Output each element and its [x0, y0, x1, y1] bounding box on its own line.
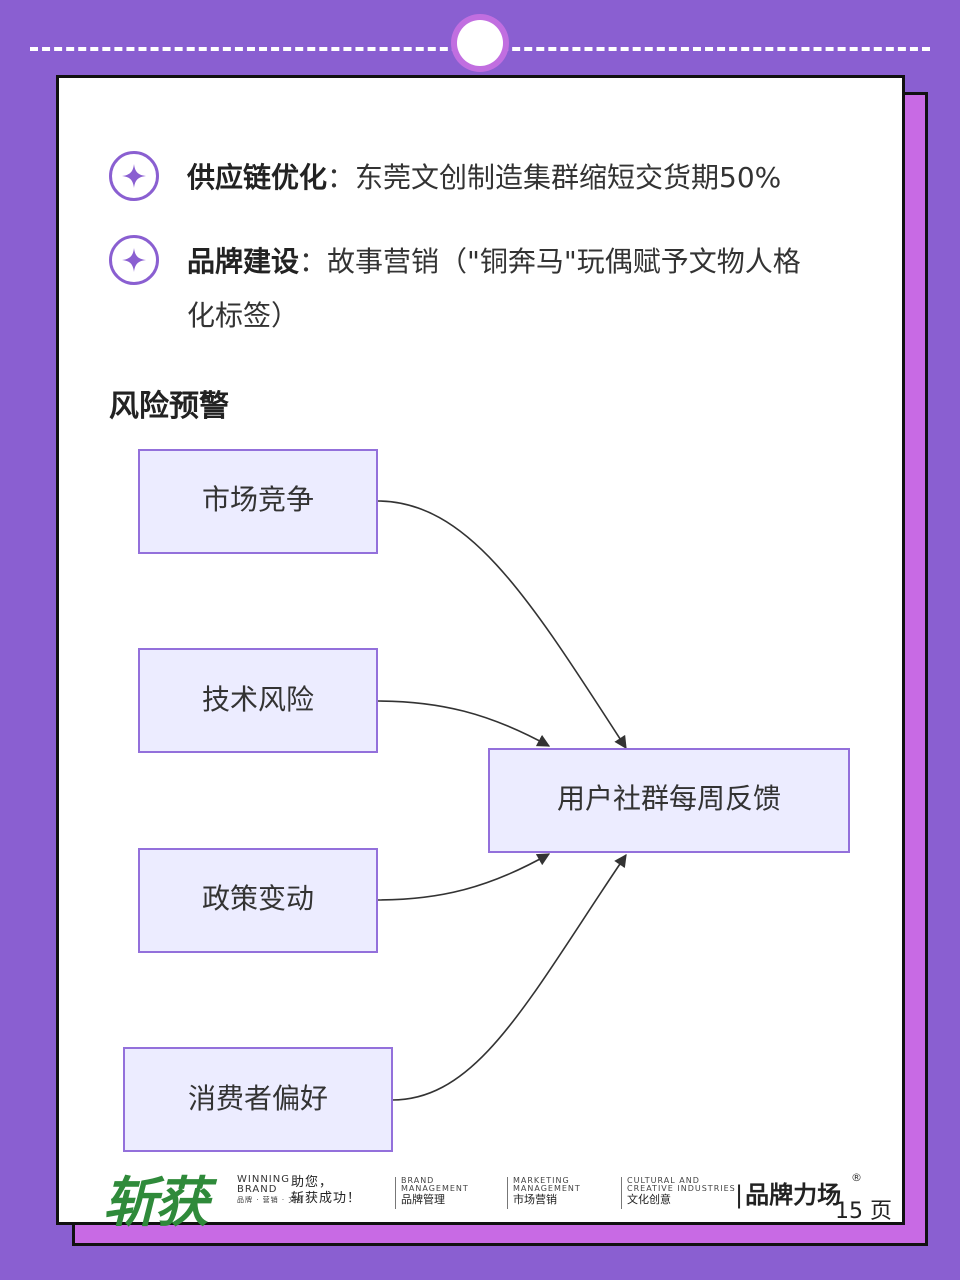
registered-mark: ® — [851, 1171, 862, 1184]
node-competition: 市场竞争 — [138, 449, 378, 554]
sparkle-icon — [109, 235, 159, 285]
svg-text:消费者偏好: 消费者偏好 — [188, 1082, 328, 1115]
bullet-branding: 品牌建设：故事营销（"铜奔马"玩偶赋予文物人格化标签） — [109, 235, 801, 343]
node-consumer: 消费者偏好 — [123, 1047, 393, 1152]
brand-logo: 斩获 — [103, 1170, 209, 1234]
edge-consumer — [391, 853, 627, 1101]
svg-text:政策变动: 政策变动 — [202, 882, 314, 915]
cultural-creative: CULTURAL AND CREATIVE INDUSTRIES 文化创意 — [621, 1176, 736, 1209]
binder-ring — [457, 20, 503, 66]
page-number: 15 页 — [835, 1199, 892, 1224]
sparkle-icon — [109, 151, 159, 201]
svg-text:技术风险: 技术风险 — [202, 683, 314, 716]
slogan: 助您， 斩获成功！ — [291, 1175, 362, 1206]
footer: 斩获 WINNING BRAND 品牌 · 营销 · 文创 助您， 斩获成功！ … — [59, 1153, 902, 1234]
bullet-supply-chain: 供应链优化：东莞文创制造集群缩短交货期50% — [109, 151, 781, 205]
edge-policy — [376, 853, 551, 901]
bullet-text: 品牌建设：故事营销（"铜奔马"玩偶赋予文物人格化标签） — [187, 245, 801, 332]
section-title: 风险预警 — [109, 389, 229, 424]
edge-tech — [376, 700, 551, 747]
marketing-management: MARKETING MANAGEMENT 市场营销 — [507, 1176, 581, 1209]
brand-force-logo: 品牌力场 — [735, 1175, 841, 1210]
svg-text:市场竞争: 市场竞争 — [202, 483, 314, 516]
svg-text:用户社群每周反馈: 用户社群每周反馈 — [557, 782, 781, 815]
node-policy: 政策变动 — [138, 848, 378, 953]
node-tech-risk: 技术风险 — [138, 648, 378, 753]
bullet-text: 供应链优化：东莞文创制造集群缩短交货期50% — [187, 161, 782, 194]
risk-flowchart: 市场竞争 技术风险 政策变动 消费者偏好 用户社群每周反馈 — [123, 449, 850, 1152]
brand-management: BRAND MANAGEMENT 品牌管理 — [395, 1176, 469, 1209]
node-feedback: 用户社群每周反馈 — [488, 748, 850, 853]
content-card: 供应链优化：东莞文创制造集群缩短交货期50% 品牌建设：故事营销（"铜奔马"玩偶… — [56, 75, 905, 1234]
edge-competition — [376, 500, 627, 750]
winning-brand: WINNING BRAND 品牌 · 营销 · 文创 — [237, 1174, 305, 1205]
